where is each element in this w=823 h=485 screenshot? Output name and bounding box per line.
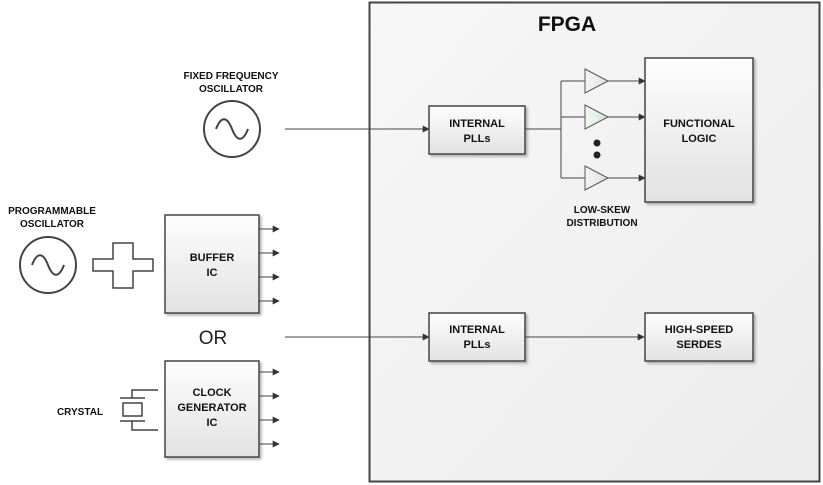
buffer-ic-outputs <box>259 225 280 305</box>
crystal-label: CRYSTAL <box>57 407 103 418</box>
distribution-label-2: DISTRIBUTION <box>566 218 637 229</box>
pll-top-block <box>428 105 526 155</box>
pll-bottom-block <box>428 312 526 362</box>
sine-wave-icon <box>203 100 261 158</box>
clock-generator-outputs <box>259 368 280 448</box>
buffer-ic-block <box>164 214 260 314</box>
buffer-triangle-icon <box>584 104 646 130</box>
buffer-triangle-icon <box>584 165 646 191</box>
pll-top-label-2: PLLs <box>464 133 491 145</box>
pll-bottom-label: INTERNAL <box>449 324 505 336</box>
functional-logic-label: FUNCTIONAL <box>663 118 735 130</box>
buffer-ic-label: BUFFER <box>190 252 235 264</box>
ellipsis-dots <box>593 139 601 159</box>
clock-generator-label-2: GENERATOR <box>177 402 246 414</box>
fpga-title: FPGA <box>538 13 596 36</box>
programmable-oscillator-label: PROGRAMMABLE <box>8 206 96 217</box>
serdes-label-2: SERDES <box>676 339 721 351</box>
functional-logic-label-2: LOGIC <box>682 133 717 145</box>
fixed-oscillator-label-2: OSCILLATOR <box>199 84 264 95</box>
fixed-oscillator-label: FIXED FREQUENCY <box>183 71 278 82</box>
crystal-icon <box>120 389 158 431</box>
sine-wave-icon <box>19 236 77 294</box>
pll-bottom-label-2: PLLs <box>464 339 491 351</box>
serdes-label: HIGH-SPEED <box>665 324 734 336</box>
plus-icon <box>92 242 154 289</box>
clock-generator-label-3: IC <box>207 417 218 429</box>
clock-generator-block <box>164 360 260 458</box>
distribution-label: LOW-SKEW <box>574 205 631 216</box>
functional-logic-block <box>644 57 754 203</box>
pll-top-label: INTERNAL <box>449 118 505 130</box>
buffer-triangle-icon <box>584 68 646 94</box>
buffer-ic-label-2: IC <box>207 267 218 279</box>
programmable-oscillator-label-2: OSCILLATOR <box>20 219 85 230</box>
serdes-block <box>644 312 754 362</box>
or-text: OR <box>199 328 228 349</box>
clock-generator-label: CLOCK <box>192 387 231 399</box>
distribution-tree <box>525 80 585 179</box>
